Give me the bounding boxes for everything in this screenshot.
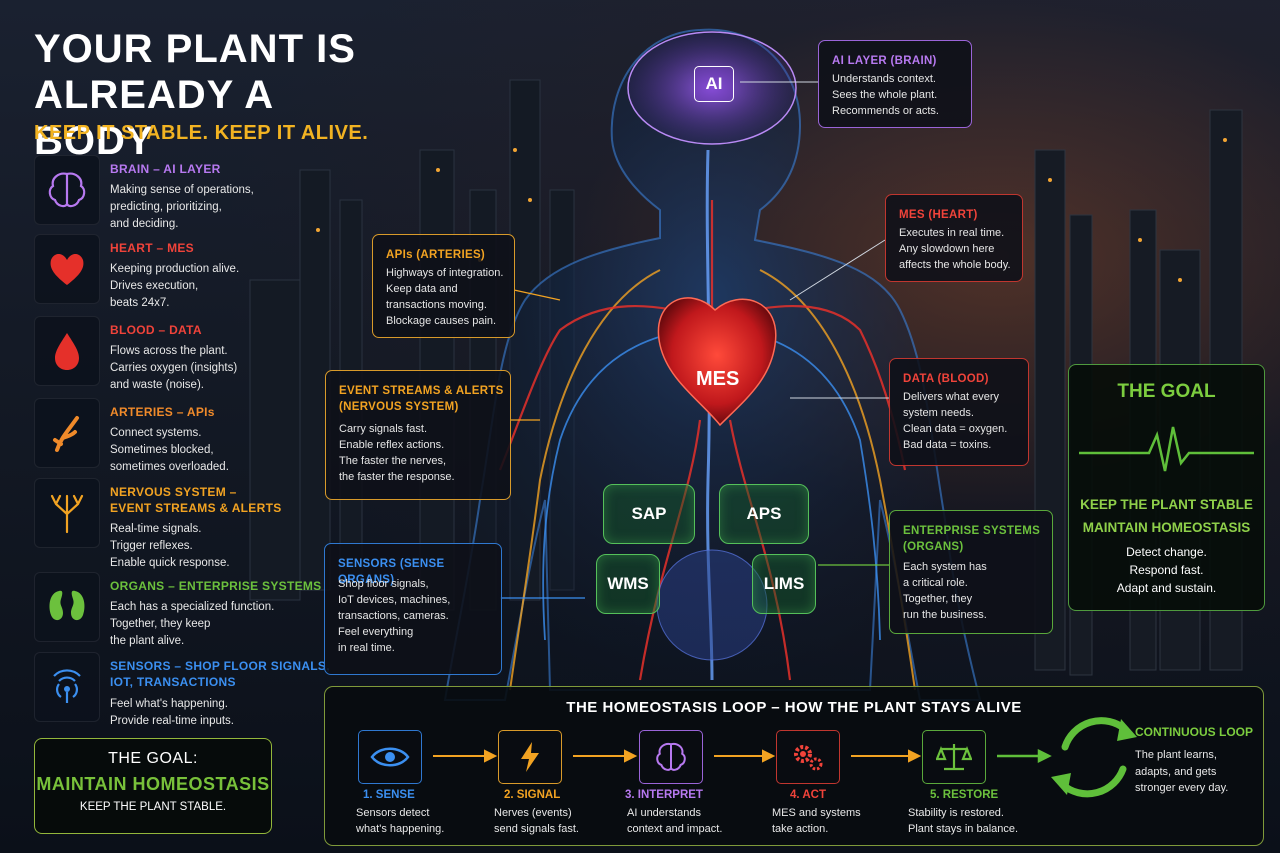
callout-heading: APIs (ARTERIES): [386, 249, 486, 261]
heart-shape: [657, 297, 777, 427]
goal-statement: KEEP THE PLANT STABLE MAINTAIN HOMEOSTAS…: [1080, 497, 1253, 535]
step-title: 4. ACT: [790, 789, 826, 801]
goal-box-left: THE GOAL: MAINTAIN HOMEOSTASIS KEEP THE …: [34, 738, 272, 834]
callout-heading: MES (HEART): [899, 209, 978, 221]
callout-enterprise-systems: ENTERPRISE SYSTEMS (ORGANS) Each system …: [889, 510, 1053, 634]
legend-text: Making sense of operations, predicting, …: [110, 184, 254, 230]
legend-item-sensors: SENSORS – SHOP FLOOR SIGNALS, IOT, TRANS…: [34, 652, 334, 727]
goal-detail: Detect change. Respond fast. Adapt and s…: [1116, 545, 1217, 595]
page-title: YOUR PLANT IS ALREADY A BODY: [34, 27, 356, 163]
legend-heading: SENSORS – SHOP FLOOR SIGNALS, IOT, TRANS…: [110, 659, 330, 689]
step-text: AI understands context and impact.: [627, 807, 723, 835]
callout-sensors: SENSORS (SENSE ORGANS) Shop floor signal…: [324, 543, 502, 675]
legend-text: Connect systems. Sometimes blocked, some…: [110, 427, 229, 473]
legend-item-heart: HEART – MES Keeping production alive. Dr…: [34, 234, 334, 309]
callout-mes: MES (HEART) Executes in real time. Any s…: [885, 194, 1023, 282]
brain-icon: [639, 730, 703, 784]
artery-icon: [34, 398, 100, 468]
organ-lims: LIMS: [752, 554, 816, 614]
step-title: 3. INTERPRET: [625, 789, 703, 801]
callout-text: Shop floor signals, IoT devices, machine…: [338, 578, 451, 654]
legend-heading: ORGANS – ENTERPRISE SYSTEMS: [110, 579, 322, 593]
blood-drop-icon: [34, 316, 100, 386]
callout-data: DATA (BLOOD) Delivers what every system …: [889, 358, 1029, 466]
goal-statement: MAINTAIN HOMEOSTASIS: [36, 774, 270, 794]
scale-icon: [922, 730, 986, 784]
step-text: Sensors detect what's happening.: [356, 807, 445, 835]
step-text: MES and systems take action.: [772, 807, 861, 835]
vein-lines: [542, 329, 881, 641]
callout-heading: ENTERPRISE SYSTEMS (ORGANS): [903, 525, 1041, 553]
step-title: 2. SIGNAL: [504, 789, 561, 801]
legend-text: Flows across the plant. Carries oxygen (…: [110, 345, 238, 391]
legend-heading: ARTERIES – APIs: [110, 405, 215, 419]
step-title: 1. SENSE: [363, 789, 415, 801]
nerve-icon: [34, 478, 100, 548]
loop-title: THE HOMEOSTASIS LOOP – HOW THE PLANT STA…: [566, 699, 1022, 716]
legend-heading: BLOOD – DATA: [110, 323, 202, 337]
organ-aps: APS: [719, 484, 809, 544]
step-text: Nerves (events) send signals fast.: [494, 807, 579, 835]
continuous-loop-text: The plant learns, adapts, and gets stron…: [1135, 749, 1229, 794]
heartbeat-icon: [1079, 426, 1254, 472]
page-subtitle: KEEP IT STABLE. KEEP IT ALIVE.: [34, 122, 369, 144]
brain-icon: [34, 155, 100, 225]
callout-event-streams: EVENT STREAMS & ALERTS (NERVOUS SYSTEM) …: [325, 370, 511, 500]
step-text: Stability is restored. Plant stays in ba…: [908, 807, 1019, 835]
legend-item-arteries: ARTERIES – APIs Connect systems. Sometim…: [34, 398, 334, 473]
heart-mes-label: MES: [696, 368, 740, 390]
organ-sap: SAP: [603, 484, 695, 544]
callout-heading: AI LAYER (BRAIN): [832, 55, 937, 67]
callout-ai-layer: AI LAYER (BRAIN) Understands context. Se…: [818, 40, 972, 128]
callout-text: Delivers what every system needs. Clean …: [903, 391, 1008, 451]
legend-item-nervous-system: NERVOUS SYSTEM – EVENT STREAMS & ALERTS …: [34, 478, 334, 569]
intestine-shape: [656, 549, 768, 661]
callout-text: Highways of integration. Keep data and t…: [386, 267, 504, 327]
kidney-icon: [34, 572, 100, 642]
continuous-loop-icon: [1059, 717, 1129, 798]
goal-box-right: THE GOAL KEEP THE PLANT STABLE MAINTAIN …: [1068, 364, 1265, 611]
goal-label: THE GOAL:: [108, 750, 198, 767]
step-title: 5. RESTORE: [930, 789, 999, 801]
continuous-loop-title: CONTINUOUS LOOP: [1135, 725, 1254, 739]
legend-heading: BRAIN – AI LAYER: [110, 162, 221, 176]
legend-heading: NERVOUS SYSTEM – EVENT STREAMS & ALERTS: [110, 485, 282, 515]
callout-text: Each system has a critical role. Togethe…: [903, 561, 987, 621]
goal-title: THE GOAL: [1117, 381, 1216, 402]
callout-apis: APIs (ARTERIES) Highways of integration.…: [372, 234, 515, 338]
legend-heading: HEART – MES: [110, 241, 194, 255]
heart-icon: [34, 234, 100, 304]
organ-wms: WMS: [596, 554, 660, 614]
artery-lines: [498, 200, 907, 681]
eye-icon: [358, 730, 422, 784]
brain-shape: [627, 31, 797, 145]
lightning-icon: [498, 730, 562, 784]
callout-text: Carry signals fast. Enable reflex action…: [339, 423, 455, 483]
signal-icon: [34, 652, 100, 722]
legend-item-blood: BLOOD – DATA Flows across the plant. Car…: [34, 316, 334, 391]
loop-arrows: [433, 717, 1137, 798]
connector-lines: [740, 81, 889, 399]
callout-heading: EVENT STREAMS & ALERTS (NERVOUS SYSTEM): [339, 385, 504, 413]
callout-text: Executes in real time. Any slowdown here…: [899, 227, 1011, 271]
legend-text: Feel what's happening. Provide real-time…: [110, 698, 234, 727]
legend-text: Real-time signals. Trigger reflexes. Ena…: [110, 523, 230, 569]
callout-heading: SENSORS (SENSE ORGANS): [338, 558, 445, 586]
connector-lines-colored: [500, 289, 889, 599]
ai-chip-label: AI: [694, 66, 734, 102]
callout-heading: DATA (BLOOD): [903, 373, 989, 385]
legend-text: Each has a specialized function. Togethe…: [110, 601, 275, 647]
goal-detail: KEEP THE PLANT STABLE.: [79, 801, 227, 813]
homeostasis-loop-panel: THE HOMEOSTASIS LOOP – HOW THE PLANT STA…: [324, 686, 1264, 846]
legend-text: Keeping production alive. Drives executi…: [110, 263, 240, 309]
legend-item-brain: BRAIN – AI LAYER Making sense of operati…: [34, 155, 334, 230]
legend-item-organs: ORGANS – ENTERPRISE SYSTEMS Each has a s…: [34, 572, 334, 647]
gears-icon: [776, 730, 840, 784]
callout-text: Understands context. Sees the whole plan…: [832, 73, 939, 117]
